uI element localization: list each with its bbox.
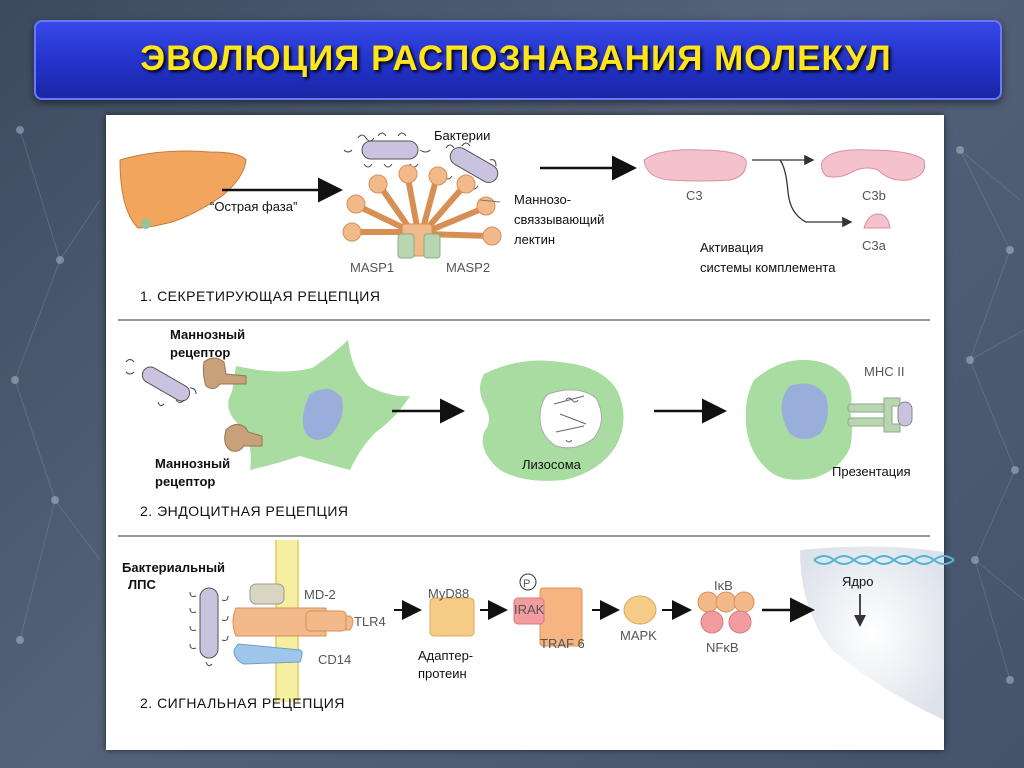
lectin-heads <box>342 164 502 246</box>
macrophage-nucleus-icon <box>302 388 343 440</box>
irak-icon <box>513 597 545 625</box>
adapter-label-line2: протеин <box>418 666 467 681</box>
lectin-label-line2: связзывающий <box>514 212 604 227</box>
c3a-label: C3a <box>862 238 887 253</box>
bacterium-icon <box>443 142 499 190</box>
section-endocytic: Маннозный рецептор Маннозный рецептор Ли… <box>125 327 913 519</box>
phosphate-icon <box>519 573 537 591</box>
md2-label: MD-2 <box>304 587 336 602</box>
mannose-receptor-bottom-line2: рецептор <box>155 474 215 489</box>
section2-caption: 2. ЭНДОЦИТНАЯ РЕЦЕПЦИЯ <box>140 503 349 519</box>
masp2-icon <box>423 233 441 259</box>
antigen-peptide-icon <box>897 401 913 427</box>
ikb-label: IκB <box>714 578 733 593</box>
mannose-receptor-top-line1: Маннозный <box>170 327 245 342</box>
myd88-label: MyD88 <box>428 586 469 601</box>
mannose-receptor-top-line2: рецептор <box>170 345 230 360</box>
phosphate-label: P <box>523 578 530 590</box>
nfkb-icon <box>700 610 752 634</box>
c3b-icon <box>821 149 926 181</box>
lysosome-icon <box>539 389 602 449</box>
digested-bacteria-icon <box>553 395 587 443</box>
c3-label: C3 <box>686 188 703 203</box>
lectin-pointer-line <box>479 199 501 203</box>
activation-label-line2: системы комплемента <box>700 260 836 275</box>
cd14-label: CD14 <box>318 652 351 667</box>
gallbladder-icon <box>141 219 151 229</box>
myd88-icon <box>429 597 475 637</box>
md2-icon <box>249 583 285 605</box>
traf6-label: TRAF 6 <box>540 636 585 651</box>
section1-caption: 1. СЕКРЕТИРУЮЩАЯ РЕЦЕПЦИЯ <box>140 288 380 304</box>
dna-helix-icon <box>813 555 955 565</box>
adapter-label-line1: Адаптер- <box>418 648 473 663</box>
mhc-label: MHC II <box>864 364 904 379</box>
mapk-label: MAPK <box>620 628 657 643</box>
acute-phase-label: “Острая фаза” <box>210 199 297 214</box>
nfkb-label: NFκB <box>706 640 739 655</box>
mhc-ii-icon <box>847 397 901 433</box>
masp2-label: MASP2 <box>446 260 490 275</box>
cd14-icon <box>233 643 303 665</box>
arrow-c3-to-c3a <box>779 159 853 228</box>
section-secretory: “Острая фаза” Бактерии <box>119 128 926 304</box>
slide-title: ЭВОЛЮЦИЯ РАСПОЗНАВАНИЯ МОЛЕКУЛ <box>140 39 892 78</box>
c3-icon <box>643 149 747 182</box>
mannose-receptor-bottom-line1: Маннозный <box>155 456 230 471</box>
tlr4-label: TLR4 <box>354 614 386 629</box>
lectin-label-line3: лектин <box>514 232 555 247</box>
presentation-label: Презентация <box>832 464 911 479</box>
activation-label-line1: Активация <box>700 240 763 255</box>
irak-label: IRAK <box>514 602 545 617</box>
bacterium-icon <box>125 359 197 407</box>
section3-caption: 2. СИГНАЛЬНАЯ РЕЦЕПЦИЯ <box>140 695 345 711</box>
c3b-label: C3b <box>862 188 886 203</box>
mannose-receptor-icon <box>224 424 263 452</box>
mannose-receptor-icon <box>202 357 247 390</box>
section-signaling: Ядро Бактериальный ЛПС MD-2 TLR4 CD14 My… <box>122 540 955 720</box>
masp1-label: MASP1 <box>350 260 394 275</box>
bacteria-label: Бактерии <box>434 128 490 143</box>
lectin-label-line1: Маннозо- <box>514 192 571 207</box>
lysosome-label: Лизосома <box>522 457 582 472</box>
presenting-cell-nucleus-icon <box>781 383 828 439</box>
lps-label-line1: Бактериальный <box>122 560 225 575</box>
nucleus-label: Ядро <box>842 574 873 589</box>
bacterium-icon <box>343 132 431 168</box>
ikb-icon <box>697 591 755 613</box>
bacterium-icon <box>189 587 229 667</box>
mapk-icon <box>623 595 657 625</box>
title-bar <box>34 20 1002 100</box>
masp1-icon <box>397 233 415 259</box>
tlr4-tir-domain <box>305 610 347 632</box>
c3a-icon <box>863 213 891 229</box>
nucleus-background <box>800 546 944 720</box>
lps-label-line2: ЛПС <box>128 577 156 592</box>
liver-icon <box>119 150 247 229</box>
